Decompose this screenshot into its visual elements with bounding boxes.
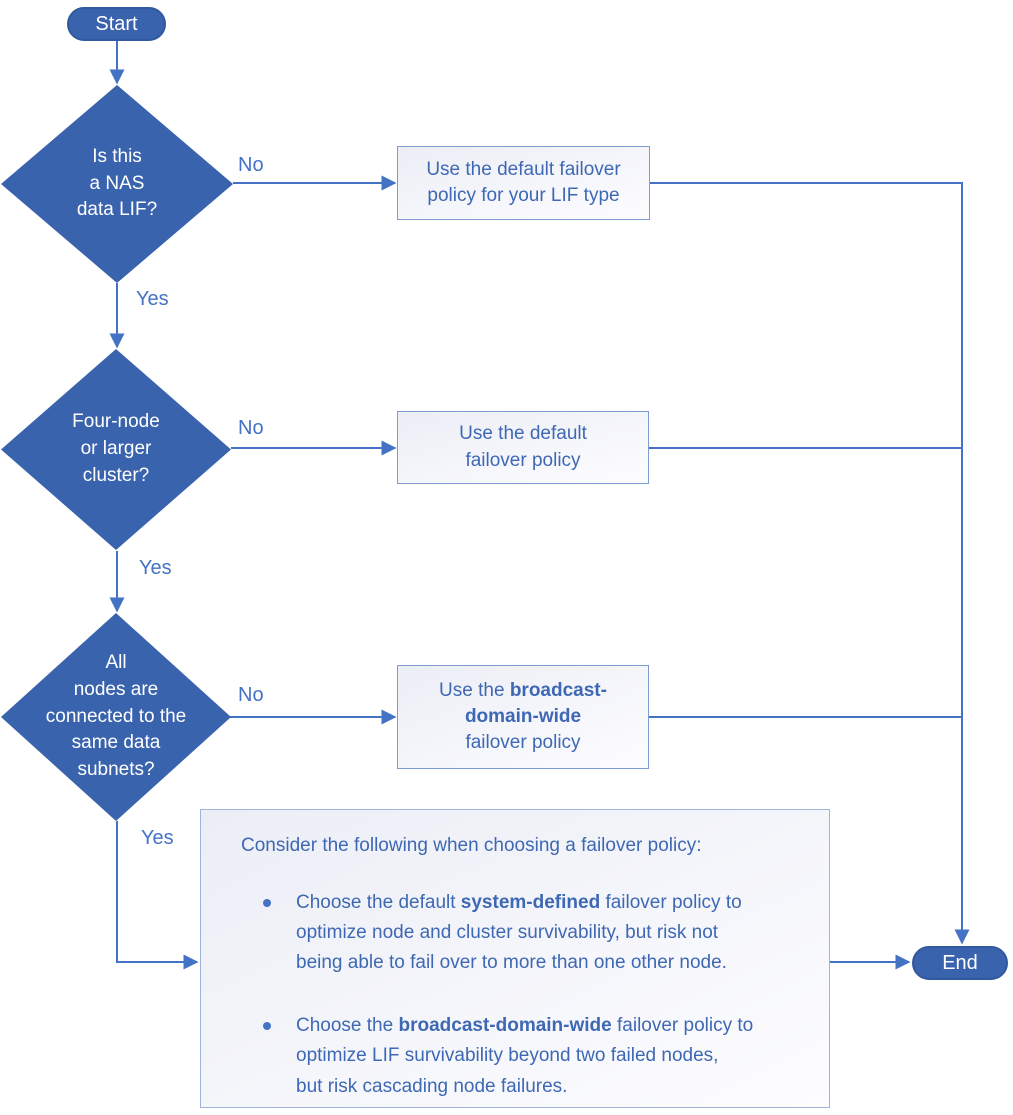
label-yes-2: Yes [139, 557, 172, 579]
decision2-line2: or larger [80, 438, 152, 460]
start-node: Start [67, 7, 166, 41]
consideration-note-box: Consider the following when choosing a f… [200, 809, 830, 1108]
bullet1-bold: system-defined [460, 891, 601, 913]
label-no-1: No [238, 154, 264, 176]
trunk-to-end [650, 182, 970, 945]
label-yes-1: Yes [136, 288, 169, 310]
note-title: Consider the following when choosing a f… [241, 835, 702, 856]
outcome3-pre: Use the [439, 679, 510, 701]
decision-same-data-subnets-text: All nodes are connected to the same data… [46, 650, 187, 785]
end-node: End [912, 946, 1008, 980]
outcome-default-lif-type-text: Use the default failover policy for your… [426, 158, 621, 206]
label-no-3: No [238, 684, 264, 706]
arrow-d3-to-note [116, 821, 199, 970]
decision3-line2: nodes are [73, 678, 159, 700]
note-bullet-broadcast-domain-wide: Choose the broadcast-domain-wide failove… [263, 1011, 809, 1102]
outcome-default-policy-text: Use the default failover policy [459, 423, 587, 471]
outcome3-post: failover policy [465, 732, 581, 754]
outcome-default-lif-type-box: Use the default failover policy for your… [397, 146, 650, 220]
decision3-line3: connected to the [45, 705, 187, 727]
note-bullet-system-defined: Choose the default system-defined failov… [263, 888, 809, 979]
bullet-dot-icon [263, 1021, 271, 1030]
outcome-default-policy-box: Use the default failover policy [397, 411, 649, 484]
end-label: End [942, 951, 978, 974]
decision2-line1: Four-node [72, 411, 160, 433]
bullet-dot-icon [263, 898, 271, 907]
decision-four-node-cluster-text: Four-node or larger cluster? [72, 409, 160, 490]
outcome-broadcast-domain-wide-box: Use the broadcast- domain-wide failover … [397, 665, 649, 769]
note-bullet-list: Choose the default system-defined failov… [241, 888, 809, 1102]
decision3-line4: same data [71, 732, 161, 754]
decision1-line2: a NAS [89, 172, 145, 194]
bullet1-post: failover policy to optimize node and clu… [296, 891, 742, 974]
decision2-line3: cluster? [82, 464, 150, 486]
bullet2-post: failover policy to optimize LIF survivab… [296, 1014, 754, 1097]
bullet2-pre: Choose the [296, 1014, 399, 1036]
decision-nas-data-lif-text: Is this a NAS data LIF? [77, 144, 157, 225]
decision1-line1: Is this [92, 145, 142, 167]
decision3-line5: subnets? [77, 759, 155, 781]
decision3-line1: All [105, 651, 127, 673]
outcome-broadcast-domain-wide-text: Use the broadcast- domain-wide failover … [431, 674, 615, 761]
start-label: Start [95, 12, 138, 35]
bullet2-bold: broadcast-domain-wide [398, 1014, 612, 1036]
bullet1-pre: Choose the default [296, 891, 461, 913]
decision1-line3: data LIF? [76, 199, 158, 221]
outcome3-bold: broadcast- domain-wide [464, 679, 607, 727]
label-no-2: No [238, 417, 264, 439]
label-yes-3: Yes [141, 827, 174, 849]
